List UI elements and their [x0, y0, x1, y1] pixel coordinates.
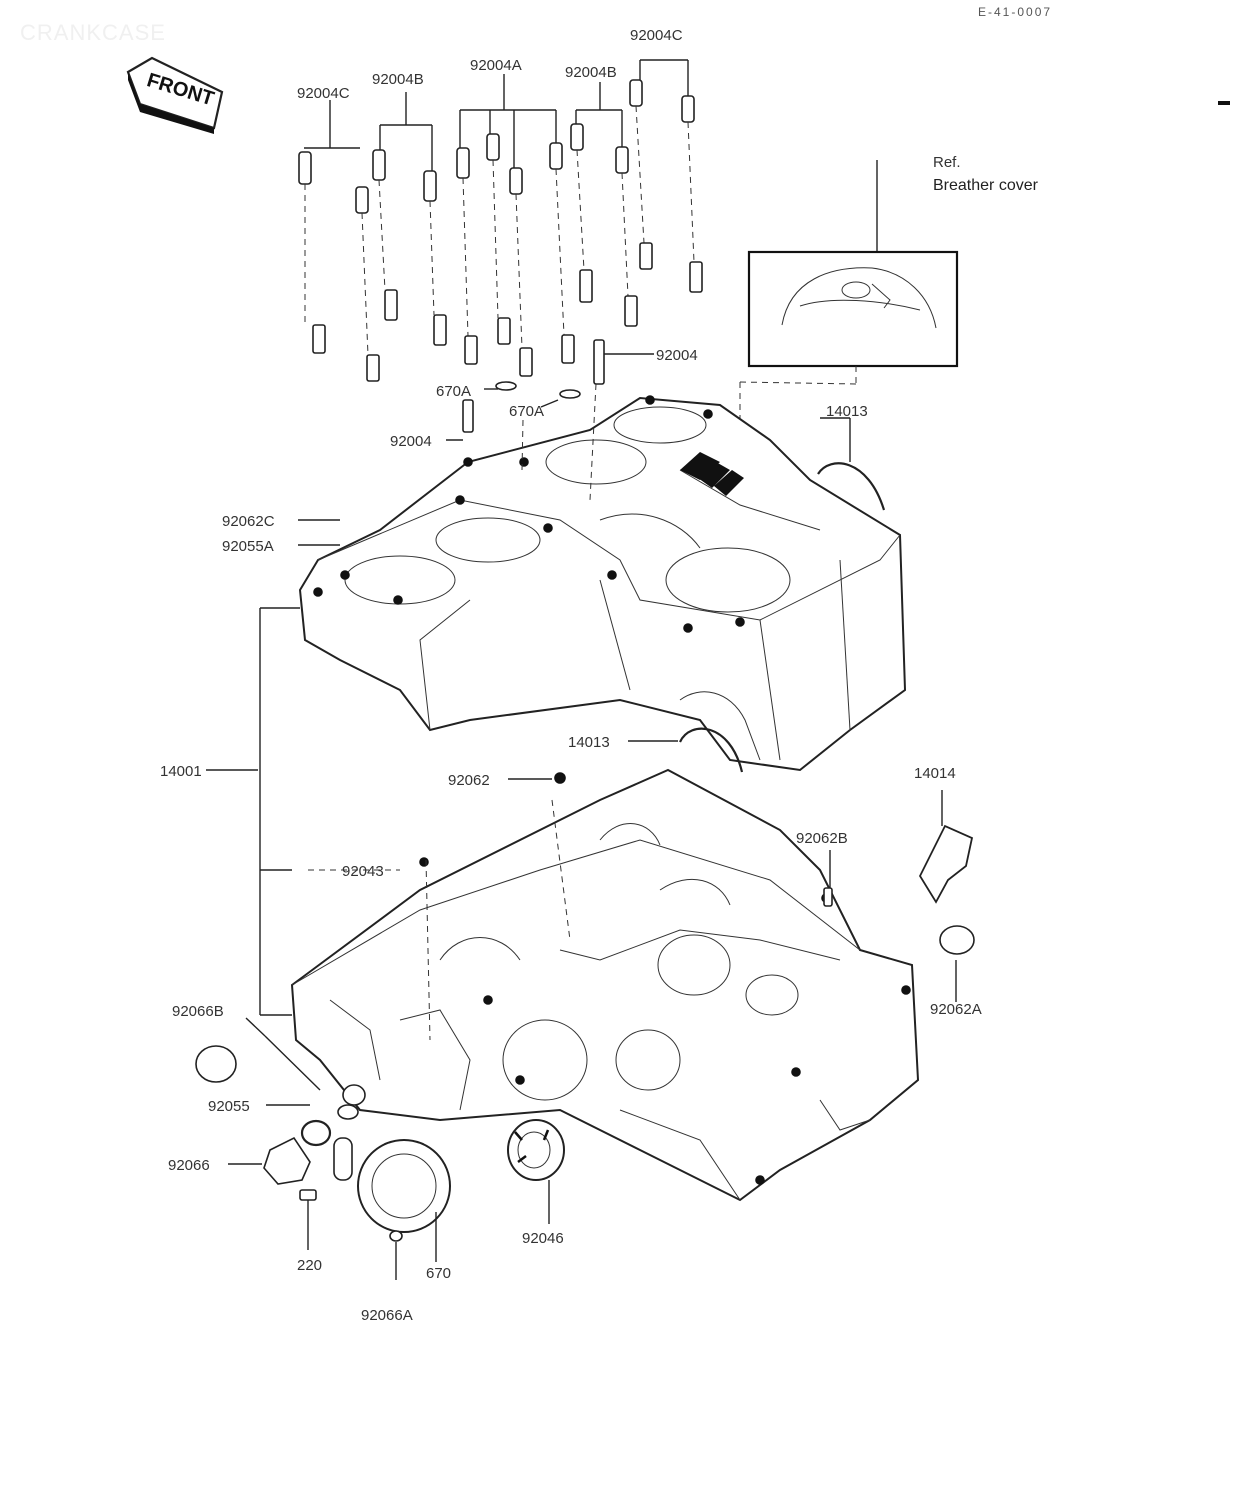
leader-lines — [206, 353, 957, 1280]
dashed-guides — [308, 383, 597, 1041]
stud-8 — [549, 142, 575, 364]
label-92066a: 92066A — [361, 1307, 413, 1324]
label-14013-bottom: 14013 — [568, 734, 610, 751]
label-14014: 14014 — [914, 765, 956, 782]
label-92062b: 92062B — [796, 830, 848, 847]
stud-12 — [681, 95, 703, 293]
label-92062a: 92062A — [930, 1001, 982, 1018]
stud-2 — [355, 186, 380, 382]
washer-670a-right — [559, 389, 581, 399]
stud-14 — [462, 399, 474, 433]
part-92055-oring — [342, 1084, 366, 1106]
lower-crankcase — [290, 768, 920, 1202]
label-92046: 92046 — [522, 1230, 564, 1247]
part-92062a — [939, 925, 975, 955]
edge-mark — [1218, 101, 1230, 105]
label-14001: 14001 — [160, 763, 202, 780]
bearing-14013-top — [817, 462, 886, 511]
label-92004c-left: 92004C — [297, 85, 350, 102]
label-92004-left: 92004 — [390, 433, 432, 450]
label-92066: 92066 — [168, 1157, 210, 1174]
stud-10 — [615, 146, 638, 327]
label-92004b-left: 92004B — [372, 71, 424, 88]
label-92062: 92062 — [448, 772, 490, 789]
part-92062b — [823, 887, 833, 907]
top-label-brackets — [304, 59, 689, 171]
breather-cover-reference — [739, 160, 959, 560]
part-92055-small — [337, 1104, 359, 1120]
label-92055: 92055 — [208, 1098, 250, 1115]
upper-crankcase — [298, 395, 907, 772]
front-arrow-badge: FRONT — [126, 56, 224, 134]
part-cover-clip — [333, 1137, 353, 1181]
stud-4 — [423, 170, 447, 346]
label-92055a: 92055A — [222, 538, 274, 555]
label-92004b-right: 92004B — [565, 64, 617, 81]
stud-7 — [509, 167, 533, 377]
stud-5 — [456, 147, 478, 365]
stud-9 — [570, 123, 593, 303]
label-92004-right: 92004 — [656, 347, 698, 364]
label-220: 220 — [297, 1257, 322, 1274]
part-92066-bolt — [263, 1136, 311, 1185]
label-14013-top: 14013 — [826, 403, 868, 420]
label-670a-left: 670A — [436, 383, 471, 400]
stud-1 — [298, 151, 326, 354]
label-92062c: 92062C — [222, 513, 275, 530]
part-14014-bracket — [918, 824, 974, 904]
reference-ref-label: Ref. — [933, 154, 961, 171]
bearing-14013-bottom — [678, 727, 744, 773]
stud-11 — [629, 79, 653, 270]
part-92055-ring — [300, 1119, 332, 1147]
part-92046-seal — [507, 1119, 565, 1181]
label-92004a: 92004A — [470, 57, 522, 74]
label-92004c-top: 92004C — [630, 27, 683, 44]
label-670: 670 — [426, 1265, 451, 1282]
part-92066b-plug — [195, 1045, 237, 1083]
stud-6 — [486, 133, 511, 345]
stud-13 — [593, 339, 605, 385]
diagram-ghost-title: CRANKCASE — [20, 20, 166, 45]
diagram-code: E-41-0007 — [978, 5, 1052, 19]
part-220-screw — [299, 1189, 317, 1201]
washer-670a-left — [495, 381, 517, 391]
label-92066b: 92066B — [172, 1003, 224, 1020]
part-670-filter-housing — [357, 1139, 451, 1242]
reference-breather-cover-label: Breather cover — [933, 177, 1039, 194]
label-92043: 92043 — [342, 863, 384, 880]
head-studs — [298, 79, 703, 433]
label-670a-mid: 670A — [509, 403, 544, 420]
stud-3 — [372, 149, 398, 321]
